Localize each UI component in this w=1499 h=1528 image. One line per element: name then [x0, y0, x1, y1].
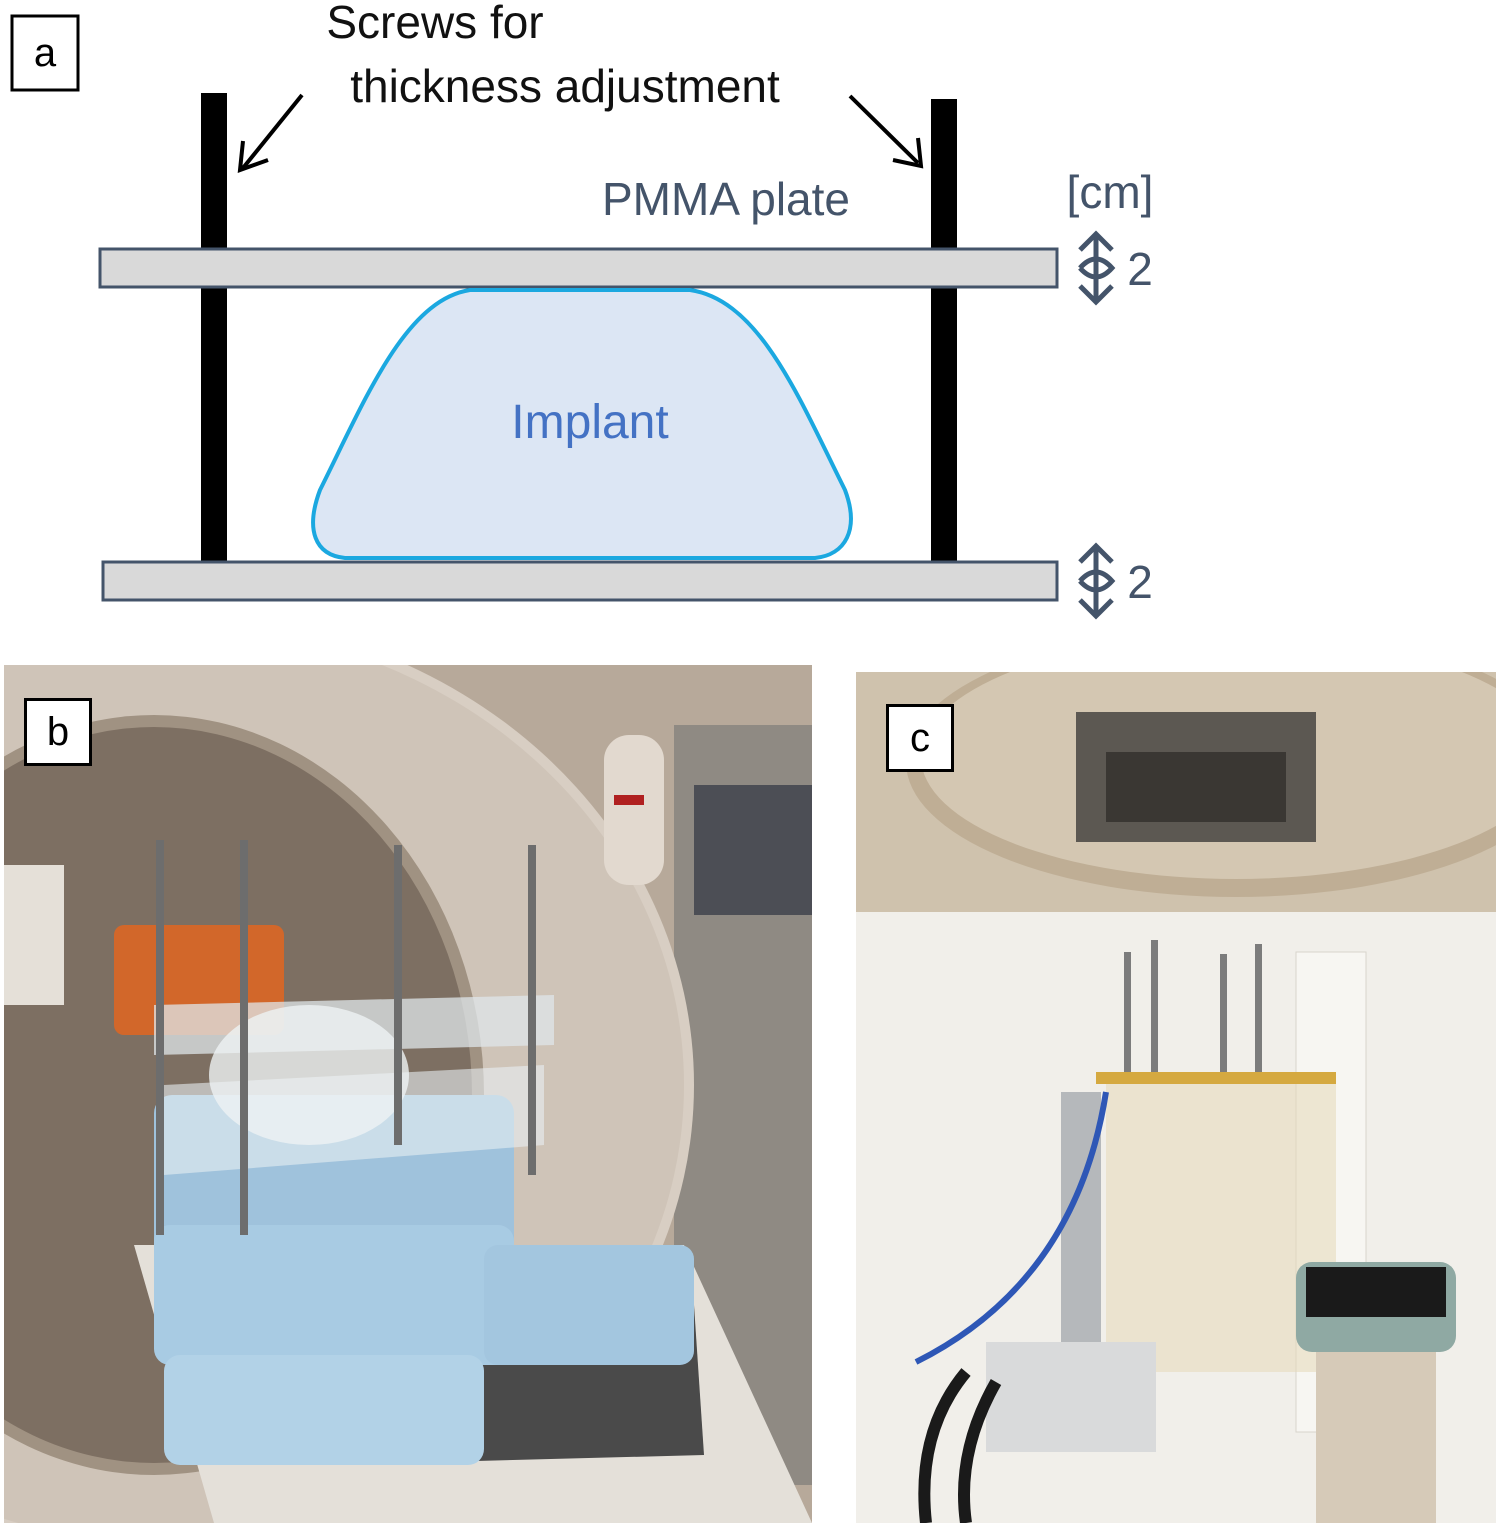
left-screw [201, 93, 227, 563]
unit-label: [cm] [1067, 166, 1154, 218]
pmma-plate-label: PMMA plate [602, 173, 850, 225]
implant-label: Implant [511, 396, 668, 449]
top-thickness-value: 2 [1127, 243, 1153, 295]
screws-label-line1: Screws for [326, 0, 543, 48]
schematic-diagram: a Screws for thickness adjustment PMMA p… [10, 0, 1154, 620]
panel-letter-c: c [886, 704, 954, 772]
arrow-to-right-screw [848, 94, 920, 165]
top-pmma-plate [98, 247, 1059, 289]
arrow-to-right-screw-head [892, 137, 924, 169]
bottom-thickness-value: 2 [1127, 556, 1153, 608]
panel-letter-b: b [24, 698, 92, 766]
top-thickness-arrow-icon [1078, 230, 1116, 306]
arrow-to-left-screw [241, 93, 304, 170]
screws-label-line2: thickness adjustment [350, 60, 780, 112]
panel-letter-a: a [34, 31, 57, 75]
implant-shape [311, 288, 853, 560]
panel-letter-a-box [10, 14, 80, 92]
photo-ct-scanner-phantom [4, 665, 812, 1523]
arrow-to-left-screw-head [237, 140, 269, 173]
right-screw [931, 99, 957, 563]
photo-treatment-room-phantom [856, 672, 1496, 1523]
bottom-thickness-arrow-icon [1078, 542, 1116, 620]
bottom-pmma-plate [101, 560, 1059, 602]
